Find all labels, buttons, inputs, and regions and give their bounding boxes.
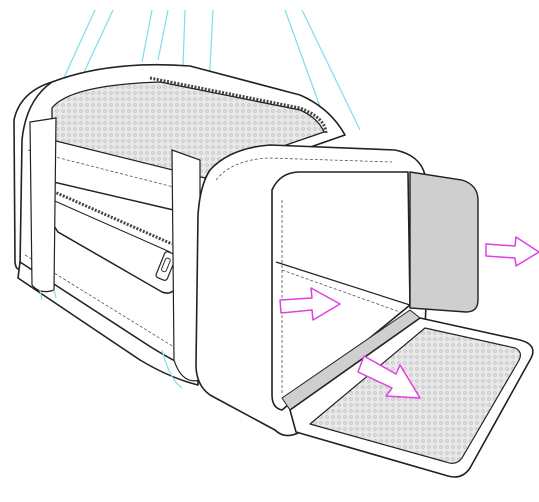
arrow-door-fold-down	[357, 355, 421, 399]
door-opening-floor-edge	[275, 261, 411, 306]
strap-attachments	[29, 117, 201, 382]
strap-right-a	[284, 9, 323, 113]
strap-lower-lines	[39, 289, 183, 389]
strap-lower-left-b	[53, 289, 57, 299]
strap-mid-a	[141, 9, 153, 63]
strap-band-left	[29, 117, 57, 293]
arrow-into-carrier	[279, 287, 341, 321]
strap-lower-right-a	[161, 349, 183, 389]
top-zipper	[149, 76, 328, 135]
strap-mid-b	[157, 9, 169, 61]
direction-arrows	[279, 236, 539, 399]
zipper-pull-hole	[161, 257, 171, 273]
rolled-door-flap	[409, 171, 479, 313]
bottom-stitch-line	[24, 254, 196, 361]
door-opening-floor-stitch	[281, 269, 401, 313]
front-frame-inner-stitch	[215, 157, 393, 181]
strap-right-b	[301, 9, 361, 131]
strap-lower-left-a	[39, 289, 43, 301]
front-pocket-zipper	[49, 188, 173, 246]
arrow-flap-roll-out	[485, 236, 539, 267]
front-pocket-zipper-edge	[47, 197, 171, 253]
